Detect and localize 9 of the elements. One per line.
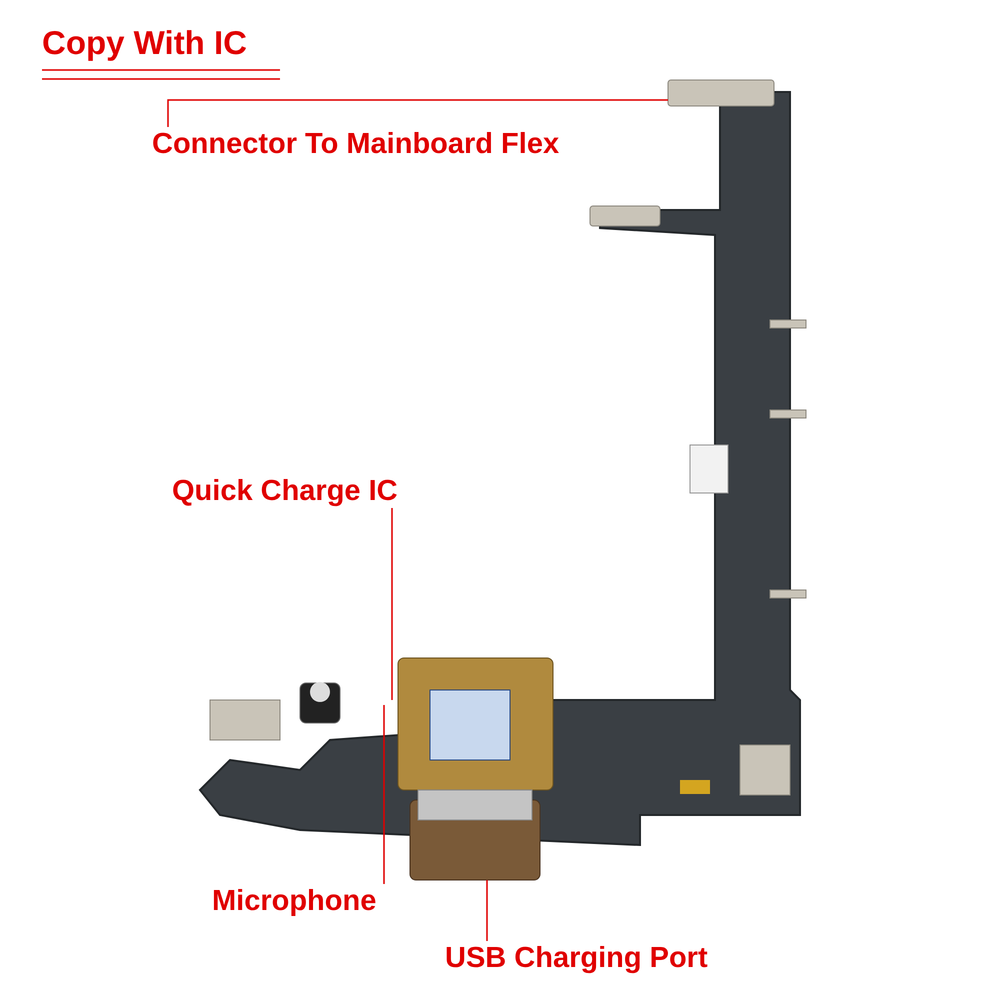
leader-line xyxy=(486,880,488,941)
leader-line xyxy=(167,99,668,127)
callout-label: Connector To Mainboard Flex xyxy=(152,127,560,161)
leader-line xyxy=(383,705,385,884)
callout-label: USB Charging Port xyxy=(445,941,708,975)
callout-label: Quick Charge IC xyxy=(172,474,398,508)
callout-label: Microphone xyxy=(212,884,376,918)
title: Copy With IC xyxy=(42,26,248,60)
leader-line xyxy=(391,508,393,700)
